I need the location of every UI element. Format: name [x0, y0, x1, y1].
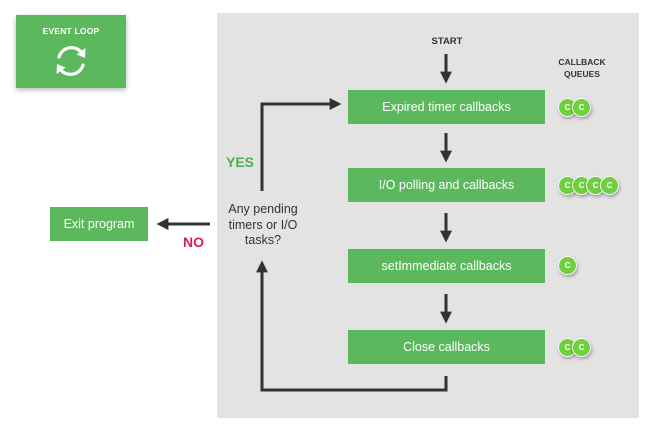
exit-program-box: Exit program: [50, 207, 148, 241]
callback-token: C: [600, 175, 619, 195]
refresh-cycle-icon: [56, 46, 86, 76]
event-loop-logo-card: EVENT LOOP: [16, 15, 126, 88]
callback-queues-label-line2: QUEUES: [564, 69, 600, 79]
callback-queue: C C: [558, 336, 591, 358]
start-label: START: [431, 36, 463, 47]
callback-queues-label-line1: CALLBACK: [558, 57, 606, 67]
decision-line-1: Any pending: [228, 202, 298, 216]
yes-arrow: [260, 98, 342, 191]
callback-queue: C C C C: [558, 174, 619, 196]
step-close-callbacks: Close callbacks: [348, 330, 545, 364]
callback-token: C: [572, 97, 591, 117]
loop-back-arrow: [256, 260, 448, 392]
step-setimmediate-callbacks: setImmediate callbacks: [348, 249, 545, 283]
step-expired-timer-callbacks: Expired timer callbacks: [348, 90, 545, 124]
callback-queue: C C: [558, 96, 591, 118]
decision-line-2: timers or I/O: [228, 217, 298, 232]
logo-title: EVENT LOOP: [42, 26, 100, 36]
callback-token: C: [572, 337, 591, 357]
callback-queues-label: CALLBACK QUEUES: [548, 56, 616, 80]
callback-queue: C: [558, 254, 577, 276]
decision-line-3: tasks?: [244, 233, 282, 247]
step-io-polling-callbacks: I/O polling and callbacks: [348, 168, 545, 202]
callback-token: C: [558, 255, 577, 275]
no-label: NO: [183, 234, 204, 250]
yes-label: YES: [226, 154, 255, 170]
decision-question: Any pending timers or I/O tasks?: [221, 202, 305, 249]
